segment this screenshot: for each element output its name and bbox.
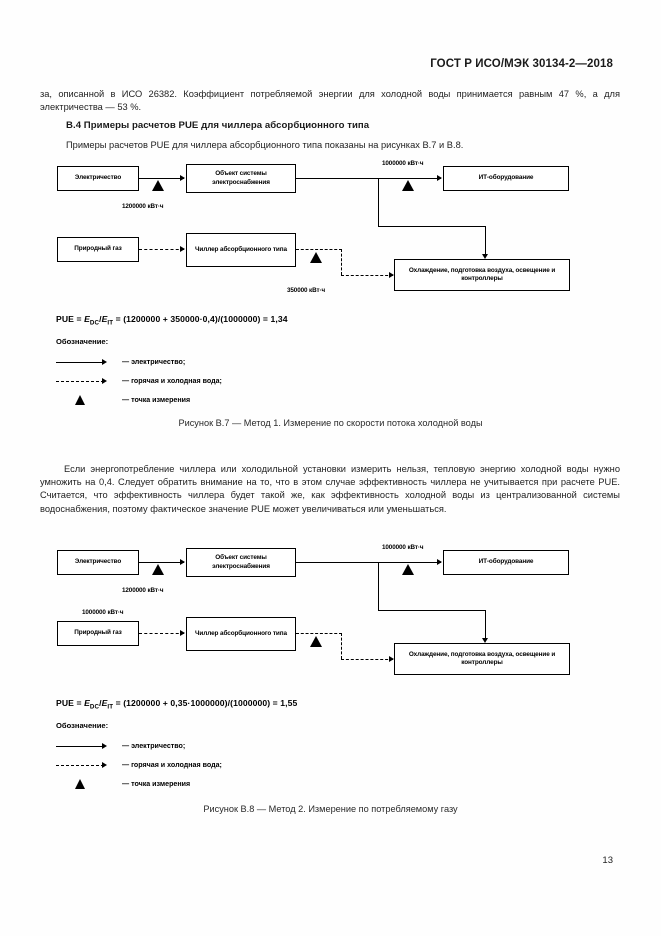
formula-b8-eit-sub: IT bbox=[107, 703, 114, 711]
node-natural-gas: Природный газ bbox=[57, 621, 139, 646]
page-number: 13 bbox=[602, 855, 613, 866]
node-cooling: Охлаждение, подготовка воздуха, освещени… bbox=[394, 643, 570, 675]
arrowhead-branch-to-cooling bbox=[482, 638, 488, 643]
solid-arrow-icon bbox=[56, 740, 118, 752]
formula-b7-body: = (1200000 + 350000·0,4)/(1000000) = 1,3… bbox=[113, 314, 288, 324]
edge-electricity-to-power-system bbox=[139, 178, 184, 179]
formula-b7-slash: / bbox=[99, 314, 102, 324]
measurement-point-chiller bbox=[310, 636, 322, 647]
node-cooling: Охлаждение, подготовка воздуха, освещени… bbox=[394, 259, 570, 291]
edge-gas-to-chiller bbox=[139, 633, 184, 634]
legend-item-label: — горячая и холодная вода; bbox=[122, 761, 222, 769]
legend-item-label: — электричество; bbox=[122, 358, 186, 366]
flow-label-electricity-in: 1200000 кВт·ч bbox=[122, 203, 164, 210]
edge-chiller-out-h2 bbox=[341, 275, 393, 276]
node-chiller: Чиллер абсорбционного типа bbox=[186, 233, 296, 267]
flow-label-it-in: 1000000 кВт·ч bbox=[382, 544, 424, 551]
legend-item-measurement-b8: — точка измерения bbox=[56, 778, 190, 790]
section-intro-paragraph: Примеры расчетов PUE для чиллера абсорбц… bbox=[66, 140, 464, 150]
node-electricity: Электричество bbox=[57, 550, 139, 575]
formula-b7-prefix: PUE = bbox=[56, 314, 85, 324]
legend-title-b7: Обозначение: bbox=[56, 337, 109, 346]
edge-chiller-out-v bbox=[341, 633, 342, 659]
node-electricity: Электричество bbox=[57, 166, 139, 191]
edge-branch-across-1 bbox=[378, 226, 486, 227]
formula-b7-eit-sub: IT bbox=[107, 319, 114, 327]
edge-electricity-to-power-system bbox=[139, 562, 184, 563]
edge-power-system-to-it bbox=[296, 562, 441, 563]
formula-b8: PUE = EDC/EIT = (1200000 + 0,35·1000000)… bbox=[56, 698, 297, 711]
edge-chiller-out-h2 bbox=[341, 659, 393, 660]
formula-b8-edc: E bbox=[84, 698, 90, 708]
edge-chiller-out-v bbox=[341, 249, 342, 275]
document-header-standard-id: ГОСТ Р ИСО/МЭК 30134-2—2018 bbox=[430, 58, 613, 70]
edge-chiller-out-h1 bbox=[296, 633, 342, 634]
legend-item-electricity-b8: — электричество; bbox=[56, 740, 185, 752]
triangle-icon bbox=[56, 778, 118, 790]
formula-b8-eit: E bbox=[101, 698, 108, 708]
measurement-point-it bbox=[402, 180, 414, 191]
arrowhead-branch-to-cooling bbox=[482, 254, 488, 259]
arrowhead-chiller-to-cooling bbox=[389, 656, 394, 662]
formula-b7-edc-sub: DC bbox=[89, 319, 100, 327]
arrowhead-electricity-to-power-system bbox=[180, 175, 185, 181]
measurement-point-electricity bbox=[152, 564, 164, 575]
edge-branch-down-1 bbox=[378, 562, 379, 610]
measurement-point-it bbox=[402, 564, 414, 575]
formula-b8-prefix: PUE = bbox=[56, 698, 85, 708]
flow-label-chiller-out: 350000 кВт·ч bbox=[287, 287, 326, 294]
figure-caption-b7: Рисунок В.7 — Метод 1. Измерение по скор… bbox=[178, 418, 483, 428]
legend-item-water-b8: — горячая и холодная вода; bbox=[56, 759, 222, 771]
arrowhead-chiller-to-cooling bbox=[389, 272, 394, 278]
node-natural-gas: Природный газ bbox=[57, 237, 139, 262]
edge-branch-down-2 bbox=[485, 226, 486, 256]
formula-b7-eit: E bbox=[101, 314, 108, 324]
flow-label-gas-in: 1000000 кВт·ч bbox=[82, 609, 124, 616]
legend-item-label: — точка измерения bbox=[122, 396, 191, 404]
legend-item-measurement-b7: — точка измерения bbox=[56, 394, 190, 406]
arrowhead-electricity-to-power-system bbox=[180, 559, 185, 565]
section-heading-b4: В.4 Примеры расчетов PUE для чиллера абс… bbox=[66, 120, 370, 131]
measurement-point-chiller bbox=[310, 252, 322, 263]
edge-gas-to-chiller bbox=[139, 249, 184, 250]
legend-title-b8: Обозначение: bbox=[56, 721, 109, 730]
arrowhead-power-system-to-it bbox=[437, 559, 442, 565]
legend-item-label: — точка измерения bbox=[122, 780, 191, 788]
arrowhead-gas-to-chiller bbox=[180, 630, 185, 636]
edge-power-system-to-it bbox=[296, 178, 441, 179]
node-power-system: Объект системы электроснабжения bbox=[186, 164, 296, 193]
legend-item-label: — электричество; bbox=[122, 742, 186, 750]
node-it-equipment: ИТ-оборудование bbox=[443, 550, 569, 575]
edge-branch-down-2 bbox=[485, 610, 486, 640]
intro-paragraph: за, описанной в ИСО 26382. Коэффициент п… bbox=[40, 89, 620, 113]
formula-b8-body: = (1200000 + 0,35·1000000)/(1000000) = 1… bbox=[113, 698, 298, 708]
measurement-point-electricity bbox=[152, 180, 164, 191]
figure-caption-b8: Рисунок В.8 — Метод 2. Измерение по потр… bbox=[203, 804, 458, 814]
formula-b8-edc-sub: DC bbox=[89, 703, 100, 711]
legend-item-label: — горячая и холодная вода; bbox=[122, 377, 222, 385]
flow-label-it-in: 1000000 кВт·ч bbox=[382, 160, 424, 167]
arrowhead-power-system-to-it bbox=[437, 175, 442, 181]
solid-arrow-icon bbox=[56, 356, 118, 368]
flow-label-electricity-in: 1200000 кВт·ч bbox=[122, 587, 164, 594]
node-it-equipment: ИТ-оборудование bbox=[443, 166, 569, 191]
edge-branch-down-1 bbox=[378, 178, 379, 226]
middle-paragraph: Если энергопотребление чиллера или холод… bbox=[40, 464, 620, 514]
edge-chiller-out-h1 bbox=[296, 249, 342, 250]
edge-branch-across-1 bbox=[378, 610, 486, 611]
dashed-arrow-icon bbox=[56, 759, 118, 771]
formula-b8-slash: / bbox=[99, 698, 102, 708]
dashed-arrow-icon bbox=[56, 375, 118, 387]
legend-item-water-b7: — горячая и холодная вода; bbox=[56, 375, 222, 387]
node-chiller: Чиллер абсорбционного типа bbox=[186, 617, 296, 651]
formula-b7: PUE = EDC/EIT = (1200000 + 350000·0,4)/(… bbox=[56, 314, 288, 327]
arrowhead-gas-to-chiller bbox=[180, 246, 185, 252]
legend-item-electricity-b7: — электричество; bbox=[56, 356, 185, 368]
node-power-system: Объект системы электроснабжения bbox=[186, 548, 296, 577]
formula-b7-edc: E bbox=[84, 314, 90, 324]
triangle-icon bbox=[56, 394, 118, 406]
